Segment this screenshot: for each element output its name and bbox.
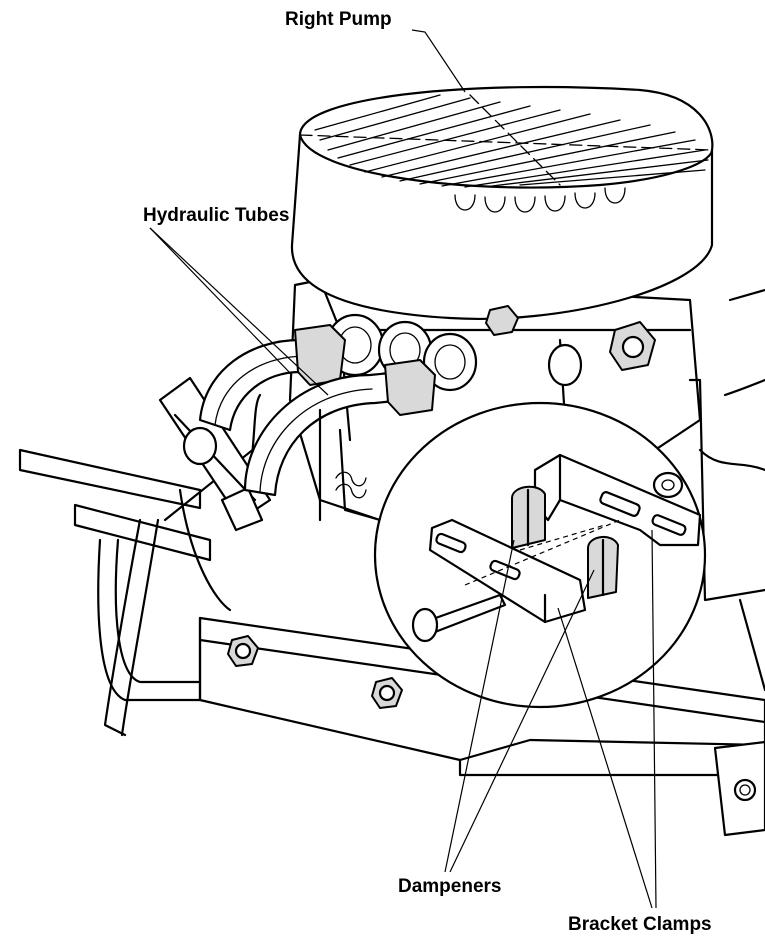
dampeners-label: Dampeners <box>398 876 502 897</box>
left-bracket-clamp <box>158 376 272 532</box>
detail-inset-circle <box>373 401 707 709</box>
bar-bolt-right <box>371 677 403 709</box>
bracket-clamps-label: Bracket Clamps <box>568 914 712 935</box>
bar-bolt-left <box>227 635 259 667</box>
hydraulic-tube-lower <box>243 359 436 497</box>
pump-fins <box>299 94 713 213</box>
leader-lines <box>149 29 657 909</box>
handle-rails <box>18 393 267 737</box>
pump-mechanism <box>318 288 765 692</box>
hydraulic-tubes-label: Hydraulic Tubes <box>143 205 290 226</box>
right-pump-label: Right Pump <box>285 9 392 30</box>
